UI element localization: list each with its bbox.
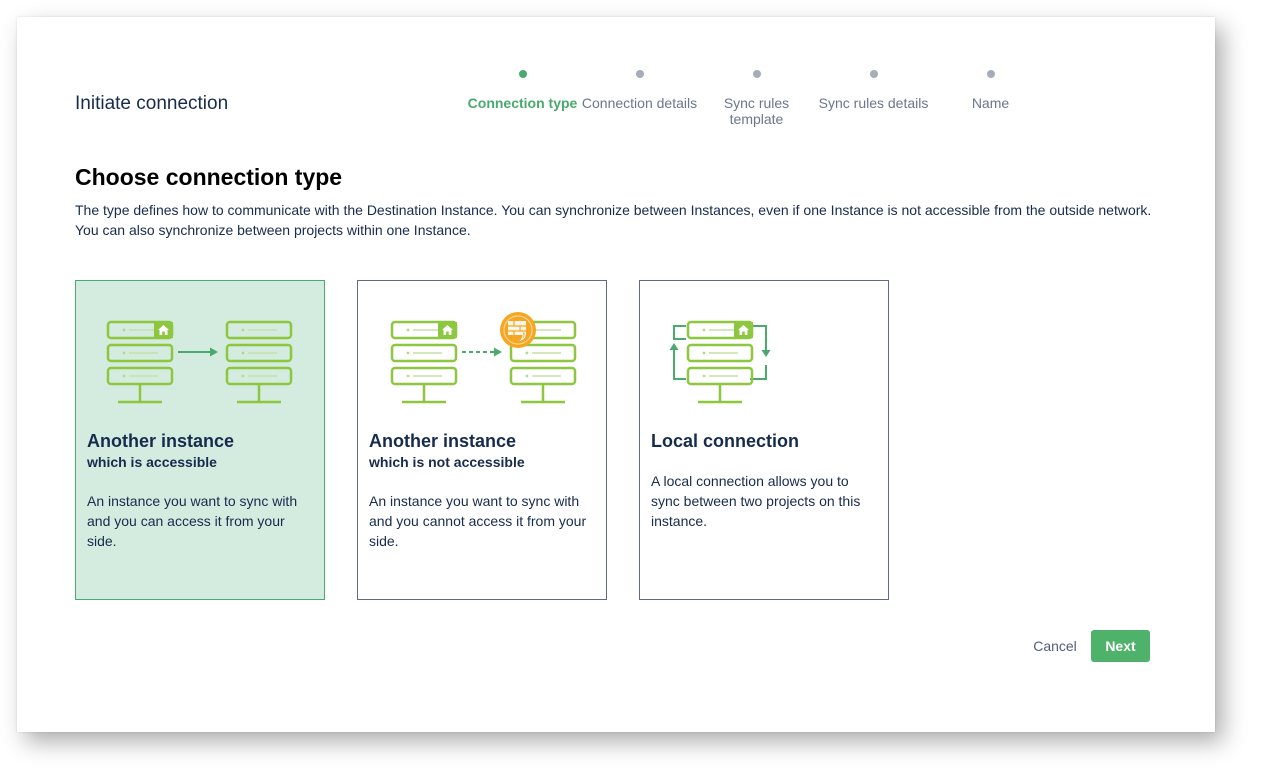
step-dot <box>752 70 761 78</box>
dialog-title: Initiate connection <box>75 93 229 114</box>
servers-firewall-icon <box>390 312 577 404</box>
step-dot <box>635 70 644 78</box>
card-text: A local connection allows you to sync be… <box>651 473 861 529</box>
step-dot <box>869 70 878 78</box>
card-title: Another instance <box>369 431 517 451</box>
card-another-instance-accessible[interactable]: Another instance which is accessible An … <box>75 280 325 600</box>
section-description: The type defines how to communicate with… <box>75 202 1152 238</box>
card-subtitle: which is accessible <box>87 454 217 470</box>
step-connection-type: Connection type <box>464 70 581 111</box>
card-subtitle: which is not accessible <box>369 454 525 470</box>
step-name: Name <box>932 70 1049 111</box>
card-local-connection[interactable]: Local connection A local connection allo… <box>639 280 889 600</box>
server-loop-icon <box>669 320 771 404</box>
cancel-button[interactable]: Cancel <box>1025 630 1085 662</box>
card-text: An instance you want to sync with and yo… <box>369 493 587 549</box>
step-dot <box>518 70 527 78</box>
step-label: Sync rules details <box>818 95 929 111</box>
step-label: Connection type <box>467 95 578 111</box>
step-sync-rules-details: Sync rules details <box>815 70 932 111</box>
step-label: Connection details <box>581 95 698 111</box>
card-text: An instance you want to sync with and yo… <box>87 493 298 549</box>
step-label: Name <box>971 95 1010 111</box>
firewall-icon <box>500 312 536 348</box>
stepper: Connection type Connection details Sync … <box>464 70 1049 140</box>
card-title: Local connection <box>651 431 800 451</box>
card-another-instance-not-accessible[interactable]: Another instance which is not accessible… <box>357 280 607 600</box>
step-dot <box>986 70 995 78</box>
section-heading: Choose connection type <box>75 164 343 190</box>
step-sync-rules-template: Sync rules template <box>698 70 815 127</box>
step-label: Sync rules template <box>723 95 790 127</box>
card-title: Another instance <box>87 431 235 451</box>
dialog: Initiate connection Connection type Conn… <box>17 17 1215 732</box>
step-connection-details: Connection details <box>581 70 698 111</box>
servers-sync-icon <box>106 320 293 404</box>
next-button[interactable]: Next <box>1091 630 1150 662</box>
